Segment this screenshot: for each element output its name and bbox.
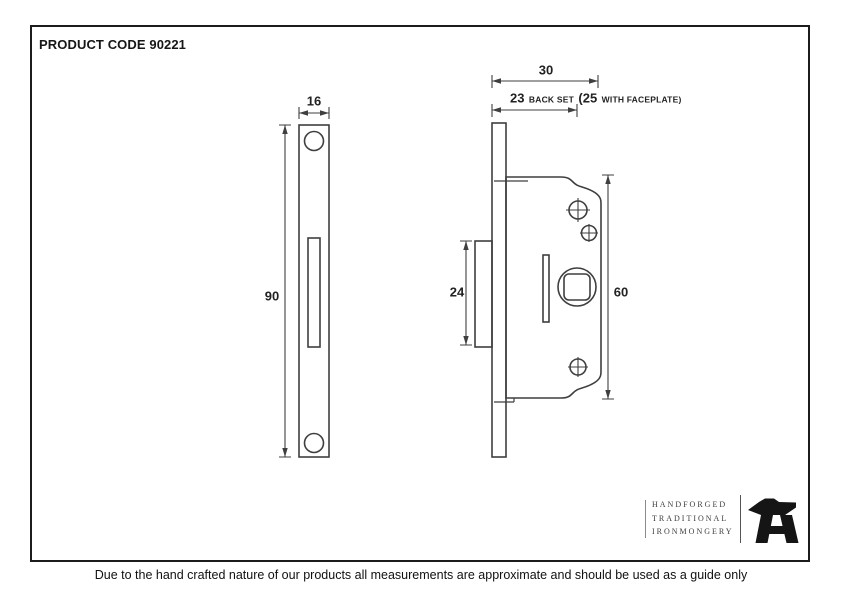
logo-divider-left [645, 499, 646, 538]
spindle-square [563, 273, 591, 301]
anvil-icon [747, 498, 799, 543]
cross-hole-1-cross [566, 198, 590, 222]
backset-value: 23 [510, 90, 525, 106]
tagline-line2: TRADITIONAL [652, 513, 729, 523]
arrow-left-icon [492, 78, 501, 84]
case-step-bottom [494, 398, 515, 403]
dimension-lines-left [279, 107, 330, 458]
screw-hole-top [303, 130, 325, 152]
spindle-hole-circle [557, 267, 597, 307]
faceplate-strip [491, 122, 507, 458]
product-code-label: PRODUCT CODE 90221 [39, 37, 187, 52]
dimension-lines-right [460, 75, 614, 400]
arrow-right-icon [568, 107, 577, 113]
faceplate-outline [298, 124, 330, 458]
dim-label-latch-height: 24 [449, 284, 465, 300]
arrow-down-icon [282, 448, 288, 457]
dim-label-faceplate-width: 16 [306, 93, 322, 109]
dim-backset-line [491, 104, 578, 117]
screw-cross-holes [566, 198, 598, 377]
arrow-up-icon [463, 241, 469, 250]
dim-label-case-height: 60 [613, 284, 629, 300]
cross-hole-3-cross [568, 357, 588, 377]
backset-text: BACK SET [528, 94, 574, 105]
logo-divider-right [739, 494, 741, 543]
latch-bolt [474, 240, 493, 348]
arrow-left-icon [299, 110, 308, 116]
dim-30-line [491, 75, 599, 88]
arrow-up-icon [282, 125, 288, 134]
faceplate-front-view [279, 107, 330, 458]
anvil-crossbar [757, 526, 795, 534]
arrow-right-icon [320, 110, 329, 116]
anvil-top [747, 498, 796, 515]
tagline-line1: HANDFORGED [652, 500, 728, 510]
dim-label-faceplate-height: 90 [264, 288, 280, 304]
case-outline [505, 176, 602, 399]
cross-hole-2-cross [580, 224, 598, 242]
brand-logo: HANDFORGED TRADITIONAL IRONMONGERY [645, 494, 799, 543]
backset-alt-text: WITH FACEPLATE) [601, 94, 682, 105]
backset-alt-value: (25 [578, 90, 598, 106]
arrow-up-icon [605, 175, 611, 184]
dim-60-line [602, 174, 614, 400]
screw-hole-bottom [303, 432, 325, 454]
disclaimer-text: Due to the hand crafted nature of our pr… [94, 568, 748, 582]
dim-90-line [279, 124, 291, 458]
dim-label-backset: 23 BACK SET (25 WITH FACEPLATE) [510, 89, 681, 107]
arrow-down-icon [463, 336, 469, 345]
tagline-line3: IRONMONGERY [652, 527, 734, 537]
latch-slot [307, 237, 321, 348]
lock-case-side-view [460, 75, 614, 458]
drawing-frame-border [30, 25, 810, 562]
arrow-down-icon [605, 390, 611, 399]
arrow-left-icon [492, 107, 501, 113]
dim-label-case-width: 30 [538, 62, 554, 78]
arrow-right-icon [589, 78, 598, 84]
brand-tagline: HANDFORGED TRADITIONAL IRONMONGERY [652, 498, 734, 539]
case-slot [542, 254, 550, 323]
